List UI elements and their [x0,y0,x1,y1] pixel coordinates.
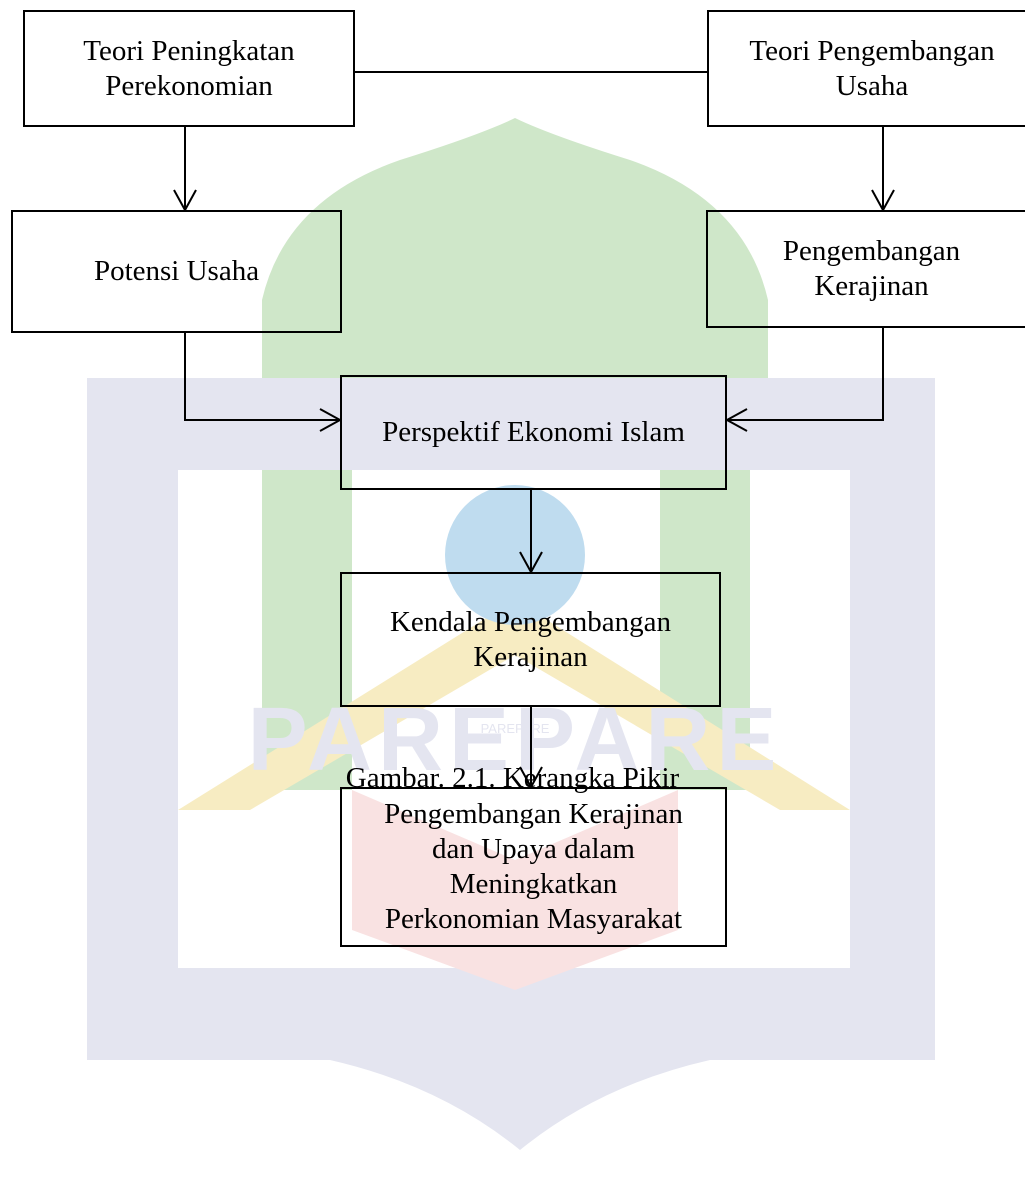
node-pengembangan-kerajinan-label: Pengembangan Kerajinan [782,235,961,302]
connector-potensi-to-perspektif [184,333,340,421]
watermark-dome [262,118,768,378]
node-potensi-usaha: Potensi Usaha [11,210,342,333]
node-kendala-label: Kendala Pengembangan Kerajinan [389,605,672,673]
watermark-roof [178,600,850,810]
node-teori-pengembangan: Teori Pengembangan Usaha [707,10,1025,127]
node-perspektif-ekonomi-islam: Perspektif Ekonomi Islam [340,375,727,490]
arrowhead-into-perspektif-right [724,408,748,432]
node-perspektif-label: Perspektif Ekonomi Islam [382,416,685,448]
node-teori-pengembangan-label: Teori Pengembangan Usaha [749,34,995,102]
watermark-frame [87,378,935,1150]
node-hasil: Pengembangan Kerajinan dan Upaya dalam M… [340,787,727,947]
watermark-book [352,790,678,990]
connector-kerajinan-to-perspektif [727,328,884,421]
node-teori-peningkatan-label: Teori Peningkatan Perekonomian [83,34,295,102]
watermark-small-text: PAREPARE [481,721,550,736]
watermark-emblem [445,485,585,625]
figure-caption: Gambar. 2.1. Kerangka Pikir [345,762,680,794]
node-kendala-pengembangan: Kendala Pengembangan Kerajinan [340,572,721,707]
node-teori-peningkatan: Teori Peningkatan Perekonomian [23,10,355,127]
node-hasil-label: Pengembangan Kerajinan dan Upaya dalam M… [384,798,683,935]
node-pengembangan-kerajinan: Pengembangan Kerajinan [706,210,1025,328]
node-potensi-usaha-label: Potensi Usaha [93,255,260,287]
